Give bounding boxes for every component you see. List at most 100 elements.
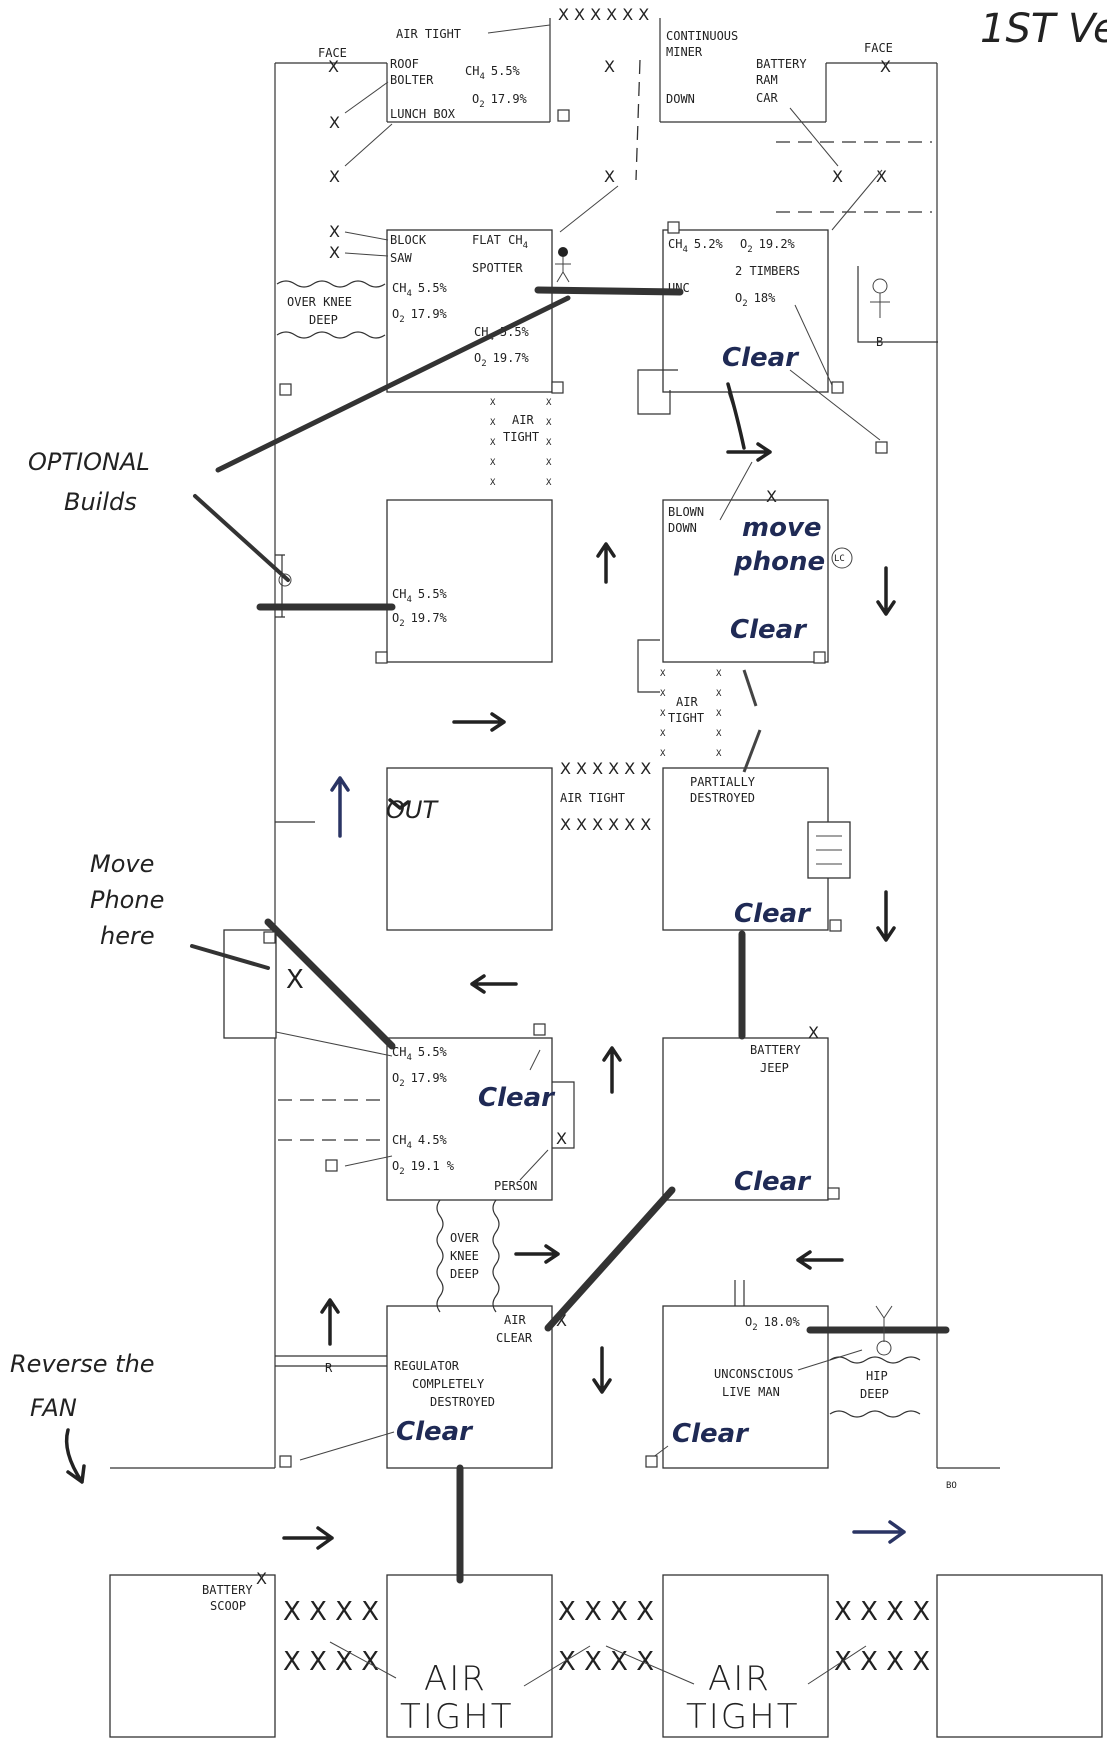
label-block-saw-2: SAW <box>390 251 412 265</box>
label-continuous-miner-1: CONTINUOUS <box>666 29 738 43</box>
x-scoop: X <box>256 1569 267 1588</box>
stopping-x-right-1: X <box>546 398 552 408</box>
stopping-x-right-5: X <box>546 478 552 488</box>
clear-r4-right: Clear <box>734 1167 812 1197</box>
label-two-timbers: 2 TIMBERS <box>735 264 800 278</box>
air-tight-big-1-a: AIR <box>424 1659 487 1699</box>
water-right <box>829 1356 921 1418</box>
label-flat-ch4: FLAT CH4 <box>472 233 528 251</box>
person-icon-b <box>870 278 890 318</box>
move-phone-1: move <box>742 513 822 543</box>
stopping-x-right-3: X <box>546 438 552 448</box>
stopping-x-r3-top: X X X X X X <box>560 759 651 778</box>
label-person: PERSON <box>494 1179 537 1193</box>
out-note: OUT <box>386 796 439 824</box>
label-air-tight-r3: AIR TIGHT <box>560 791 625 805</box>
x-lunch-box: X <box>329 167 340 186</box>
x-ram-car-2: X <box>876 167 887 186</box>
clear-r2: Clear <box>730 615 808 645</box>
air-tight-big-2-a: AIR <box>708 1659 771 1699</box>
stopping-x-r2-l3: X <box>660 709 666 719</box>
entry-walls <box>110 18 1000 1469</box>
x-block: X <box>329 222 340 241</box>
airflow-arrows <box>282 382 906 1550</box>
move-phone-here-2: Phone <box>90 886 164 914</box>
label-lc: LC <box>834 554 845 564</box>
clear-r5-left: Clear <box>396 1417 474 1447</box>
label-air-tight-r2-2: TIGHT <box>668 711 704 725</box>
stopping-b1-top: X X X X <box>283 1597 379 1627</box>
reverse-fan-1: Reverse the <box>10 1350 155 1378</box>
x-roof-bolter: X <box>329 113 340 132</box>
stopping-x-r2-l5: X <box>660 749 666 759</box>
x-face-left: X <box>328 57 339 76</box>
pillar-blocks <box>109 229 1103 1738</box>
stopping-x-top: X X X X X X <box>558 5 649 24</box>
stopping-x-left-4: X <box>490 458 496 468</box>
label-over-knee-left-2: DEEP <box>309 313 338 327</box>
label-r: R <box>325 1361 333 1375</box>
reverse-fan-2: FAN <box>30 1394 77 1422</box>
x-person: X <box>556 1129 567 1148</box>
x-miner-2: X <box>604 167 615 186</box>
stopping-x-r2-r3: X <box>716 709 722 719</box>
air-tight-big-1-b: TIGHT <box>400 1697 513 1737</box>
label-over-knee-left-1: OVER KNEE <box>287 295 352 309</box>
clear-r1: Clear <box>722 343 800 373</box>
label-air-tight-r1-2: TIGHT <box>503 430 539 444</box>
label-partially-destroyed-2: DESTROYED <box>690 791 755 805</box>
label-partially-destroyed-1: PARTIALLY <box>690 775 756 789</box>
move-phone-here-3: here <box>100 922 155 950</box>
stopping-b1-bot: X X X X <box>283 1647 379 1677</box>
person-icon-spotter <box>555 247 571 283</box>
label-face-left: FACE <box>318 46 347 60</box>
label-battery-scoop-2: SCOOP <box>210 1599 246 1613</box>
label-battery-jeep-2: JEEP <box>760 1061 789 1075</box>
stopping-x-r2-l4: X <box>660 729 666 739</box>
x-saw: X <box>329 243 340 262</box>
water-left <box>276 280 386 339</box>
stopping-x-left-3: X <box>490 438 496 448</box>
optional-builds-2: Builds <box>64 488 137 516</box>
x-phone-here: X <box>286 965 304 995</box>
water-center <box>436 1199 500 1313</box>
stopping-x-r2-r5: X <box>716 749 722 759</box>
stopping-x-r3-bot: X X X X X X <box>560 815 651 834</box>
x-ram-car: X <box>832 167 843 186</box>
stopping-b2-bot: X X X X <box>558 1647 654 1677</box>
label-air-tight-r1-1: AIR <box>512 413 534 427</box>
label-blown-down-1: BLOWN <box>668 505 704 519</box>
label-air-clear-2: CLEAR <box>496 1331 533 1345</box>
clear-r3: Clear <box>734 899 812 929</box>
corner-note: 1ST Ve <box>980 6 1107 52</box>
stopping-x-left-5: X <box>490 478 496 488</box>
label-air-tight-top: AIR TIGHT <box>396 27 461 41</box>
air-tight-big-2-b: TIGHT <box>686 1697 799 1737</box>
label-roof-bolter-2: BOLTER <box>390 73 434 87</box>
document-icon <box>807 821 851 879</box>
stopping-b2-top: X X X X <box>558 1597 654 1627</box>
x-miner: X <box>604 57 615 76</box>
label-unconscious-1: UNCONSCIOUS <box>714 1367 793 1381</box>
label-regulator-1: REGULATOR <box>394 1359 460 1373</box>
stopping-x-r2-l1: X <box>660 669 666 679</box>
label-over-knee-center-2: KNEE <box>450 1249 479 1263</box>
label-roof-bolter-1: ROOF <box>390 57 419 71</box>
label-regulator-2: COMPLETELY <box>412 1377 485 1391</box>
x-jeep: X <box>808 1023 819 1042</box>
move-phone-2: phone <box>733 547 825 577</box>
stopping-b3-top: X X X X <box>834 1597 930 1627</box>
